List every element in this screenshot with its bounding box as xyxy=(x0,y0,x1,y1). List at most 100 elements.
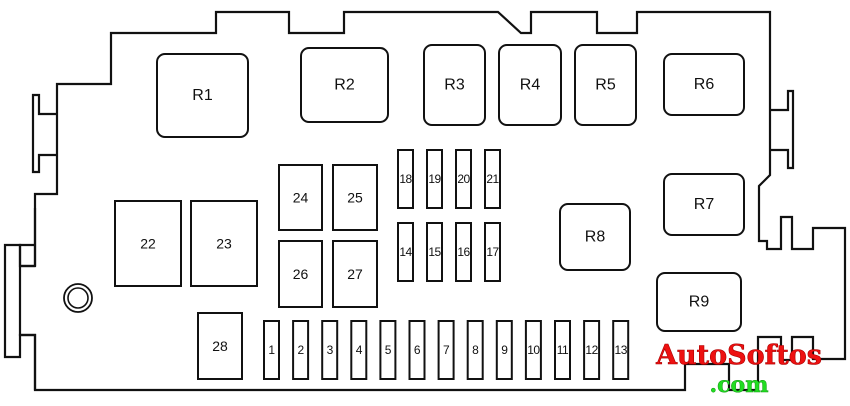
mini-fuse-17: 17 xyxy=(484,222,501,282)
large-fuse-body xyxy=(114,200,182,287)
large-fuse-24: 24 xyxy=(278,164,323,231)
large-fuse-body xyxy=(332,164,378,231)
relay-body xyxy=(498,44,562,126)
relay-R7: R7 xyxy=(663,173,745,236)
relay-body xyxy=(423,44,486,126)
relay-label: R8 xyxy=(585,229,606,246)
mini-fuse-body xyxy=(583,320,601,380)
mini-fuse-body xyxy=(495,320,513,380)
mini-fuse-label: 4 xyxy=(356,343,363,357)
mini-fuse-body xyxy=(379,320,397,380)
fuse-box-outline xyxy=(18,208,37,390)
relay-body xyxy=(156,53,249,138)
relay-label: R4 xyxy=(520,77,541,94)
mini-fuse-body xyxy=(466,320,484,380)
mini-fuse-body xyxy=(263,320,280,380)
large-fuse-label: 26 xyxy=(293,266,309,282)
left-mounting-clip xyxy=(31,93,57,174)
mini-fuse-body xyxy=(321,320,339,380)
mini-fuse-label: 9 xyxy=(501,343,508,357)
large-fuse-body xyxy=(278,164,323,231)
mini-fuse-label: 6 xyxy=(414,343,421,357)
large-fuse-body xyxy=(332,240,378,308)
large-fuse-22: 22 xyxy=(114,200,182,287)
mini-fuse-16: 16 xyxy=(455,222,472,282)
large-fuse-body xyxy=(278,240,323,308)
mini-fuse-8: 8 xyxy=(466,320,484,380)
relay-label: R7 xyxy=(694,196,715,213)
relay-R3: R3 xyxy=(423,44,486,126)
large-fuse-label: 24 xyxy=(293,190,309,206)
mini-fuse-body xyxy=(426,149,443,209)
mini-fuse-18: 18 xyxy=(397,149,414,209)
mini-fuse-15: 15 xyxy=(426,222,443,282)
mini-fuse-13: 13 xyxy=(612,320,630,380)
large-fuse-27: 27 xyxy=(332,240,378,308)
relay-label: R5 xyxy=(595,77,616,94)
mini-fuse-label: 1 xyxy=(268,343,275,357)
mini-fuse-label: 12 xyxy=(585,343,598,357)
mini-fuse-14: 14 xyxy=(397,222,414,282)
mounting-hole-outer xyxy=(63,283,93,313)
mini-fuse-body xyxy=(524,320,542,380)
mini-fuse-body xyxy=(408,320,426,380)
mounting-hole-inner xyxy=(67,287,89,309)
mini-fuse-label: 18 xyxy=(399,172,412,186)
mini-fuse-label: 11 xyxy=(557,343,569,357)
large-fuse-body xyxy=(190,200,258,287)
watermark-text: AutoSoftos xyxy=(655,340,822,371)
relay-label: R3 xyxy=(444,77,465,94)
mini-fuse-4: 4 xyxy=(350,320,368,380)
mini-fuse-body xyxy=(350,320,368,380)
relay-R1: R1 xyxy=(156,53,249,138)
right-mounting-clip xyxy=(770,89,795,170)
fuse-box-housing xyxy=(3,10,847,392)
large-fuse-label: 28 xyxy=(212,338,228,354)
large-fuse-label: 25 xyxy=(347,190,363,206)
large-fuse-28: 28 xyxy=(197,312,243,380)
relay-body xyxy=(300,47,389,123)
mini-fuse-label: 5 xyxy=(385,343,392,357)
mini-fuse-body xyxy=(484,222,501,282)
relay-label: R9 xyxy=(689,294,710,311)
mini-fuse-label: 13 xyxy=(615,343,628,357)
mini-fuse-5: 5 xyxy=(379,320,397,380)
mini-fuse-body xyxy=(455,222,472,282)
mini-fuse-label: 15 xyxy=(428,245,441,259)
mini-fuse-11: 11 xyxy=(554,320,571,380)
large-fuse-label: 22 xyxy=(140,236,156,252)
mini-fuse-3: 3 xyxy=(321,320,339,380)
mini-fuse-label: 14 xyxy=(399,245,412,259)
relay-R4: R4 xyxy=(498,44,562,126)
mini-fuse-body xyxy=(426,222,443,282)
relay-body xyxy=(574,44,637,126)
watermark-domain: .com xyxy=(709,372,768,398)
mini-fuse-body xyxy=(397,222,414,282)
mini-fuse-9: 9 xyxy=(495,320,513,380)
mini-fuse-19: 19 xyxy=(426,149,443,209)
mini-fuse-body xyxy=(455,149,472,209)
relay-R6: R6 xyxy=(663,53,745,116)
mini-fuse-label: 8 xyxy=(472,343,479,357)
mini-fuse-label: 21 xyxy=(486,172,499,186)
mini-fuse-label: 3 xyxy=(327,343,334,357)
large-fuse-23: 23 xyxy=(190,200,258,287)
mini-fuse-21: 21 xyxy=(484,149,501,209)
relay-body xyxy=(663,173,745,236)
mini-fuse-body xyxy=(484,149,501,209)
mini-fuse-label: 16 xyxy=(457,245,470,259)
large-fuse-label: 27 xyxy=(347,266,363,282)
relay-R8: R8 xyxy=(559,203,631,271)
mini-fuse-label: 2 xyxy=(298,343,305,357)
mini-fuse-12: 12 xyxy=(583,320,601,380)
relay-label: R1 xyxy=(192,87,213,104)
mini-fuse-label: 17 xyxy=(486,245,499,259)
mini-fuse-body xyxy=(437,320,455,380)
large-fuse-26: 26 xyxy=(278,240,323,308)
mini-fuse-body xyxy=(397,149,414,209)
mini-fuse-20: 20 xyxy=(455,149,472,209)
